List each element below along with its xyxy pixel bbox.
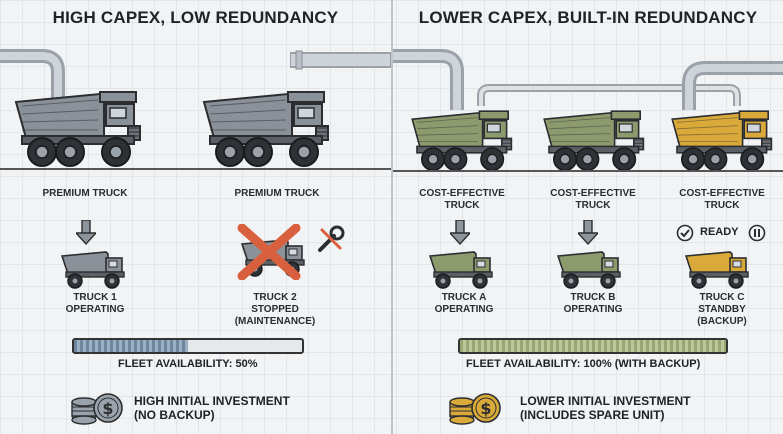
cost-effective-label-c-line1: COST-EFFECTIVE	[679, 188, 765, 199]
left-title: HIGH CAPEX, LOW REDUNDANCY	[52, 8, 339, 27]
truck-2-name: TRUCK 2	[253, 292, 297, 303]
truck-c-note: (BACKUP)	[697, 316, 747, 327]
investment-line2-left: (NO BACKUP)	[134, 408, 215, 422]
truck-b-state: OPERATING	[563, 304, 623, 315]
truck-b-small	[557, 251, 621, 289]
truck-2-state: STOPPED	[251, 304, 299, 315]
truck-a-small	[429, 251, 493, 289]
truck-a-name: TRUCK A	[441, 292, 487, 303]
truck-2-status: TRUCK 2 STOPPED (MAINTENANCE)	[225, 292, 325, 328]
investment-line2-right: (INCLUDES SPARE UNIT)	[520, 408, 665, 422]
truck-b-status: TRUCK B OPERATING	[543, 292, 643, 316]
down-arrow-icon	[450, 220, 470, 245]
coins-icon	[71, 393, 123, 425]
cost-effective-label-b-line1: COST-EFFECTIVE	[550, 188, 636, 199]
truck-1-name: TRUCK 1	[73, 292, 117, 303]
pause-icon	[748, 224, 766, 242]
premium-truck-2	[203, 91, 329, 167]
cost-effective-label-c: COST-EFFECTIVE TRUCK	[672, 188, 772, 212]
truck-1-state: OPERATING	[65, 304, 125, 315]
cost-effective-label-a-line2: TRUCK	[444, 200, 480, 211]
ground-line	[0, 168, 391, 170]
section-divider	[391, 0, 393, 434]
truck-a-status: TRUCK A OPERATING	[414, 292, 514, 316]
ready-label: READY	[700, 226, 739, 238]
fleet-availability-fill-left	[74, 340, 188, 352]
cost-effective-label-a: COST-EFFECTIVE TRUCK	[412, 188, 512, 212]
investment-text-right: LOWER INITIAL INVESTMENT (INCLUDES SPARE…	[520, 394, 690, 422]
fleet-availability-fill-right	[460, 340, 726, 352]
cost-effective-truck-a	[411, 110, 513, 172]
cost-effective-truck-c	[671, 110, 773, 172]
truck-c-state: STANDBY	[698, 304, 746, 315]
pipe-icon	[393, 49, 783, 110]
check-icon	[676, 224, 694, 242]
truck-1-small	[61, 251, 125, 289]
investment-line1-right: LOWER INITIAL INVESTMENT	[520, 394, 691, 408]
truck-2-note: (MAINTENANCE)	[234, 316, 316, 327]
cost-effective-truck-b	[543, 110, 645, 172]
premium-truck-1	[15, 91, 141, 167]
investment-text-left: HIGH INITIAL INVESTMENT (NO BACKUP)	[134, 394, 290, 422]
down-arrow-icon	[578, 220, 598, 245]
truck-a-state: OPERATING	[434, 304, 494, 315]
pipe-icon	[0, 49, 65, 99]
truck-1-status: TRUCK 1 OPERATING	[45, 292, 145, 316]
right-title: LOWER CAPEX, BUILT-IN REDUNDANCY	[418, 8, 758, 27]
cost-effective-label-c-line2: TRUCK	[704, 200, 740, 211]
pipe-icon	[290, 50, 391, 70]
cost-effective-label-a-line1: COST-EFFECTIVE	[419, 188, 505, 199]
cost-effective-label-b-line2: TRUCK	[575, 200, 611, 211]
truck-c-small	[685, 251, 749, 289]
fleet-availability-bar-right	[458, 338, 728, 354]
fleet-availability-bar-left	[72, 338, 304, 354]
investment-line1-left: HIGH INITIAL INVESTMENT	[134, 394, 290, 408]
ground-line	[393, 170, 783, 172]
cost-effective-label-b: COST-EFFECTIVE TRUCK	[543, 188, 643, 212]
truck-c-name: TRUCK C	[699, 292, 745, 303]
wrench-icon	[318, 225, 345, 252]
truck-b-name: TRUCK B	[570, 292, 616, 303]
fleet-availability-text-right: FLEET AVAILABILITY: 100% (WITH BACKUP)	[466, 358, 701, 370]
fleet-availability-text-left: FLEET AVAILABILITY: 50%	[118, 358, 258, 370]
down-arrow-icon	[76, 220, 96, 245]
coins-icon	[449, 393, 501, 425]
cross-icon	[237, 224, 301, 280]
truck-c-status: TRUCK C STANDBY (BACKUP)	[672, 292, 772, 328]
premium-truck-label-1: PREMIUM TRUCK	[42, 188, 128, 199]
premium-truck-label-2: PREMIUM TRUCK	[234, 188, 320, 199]
